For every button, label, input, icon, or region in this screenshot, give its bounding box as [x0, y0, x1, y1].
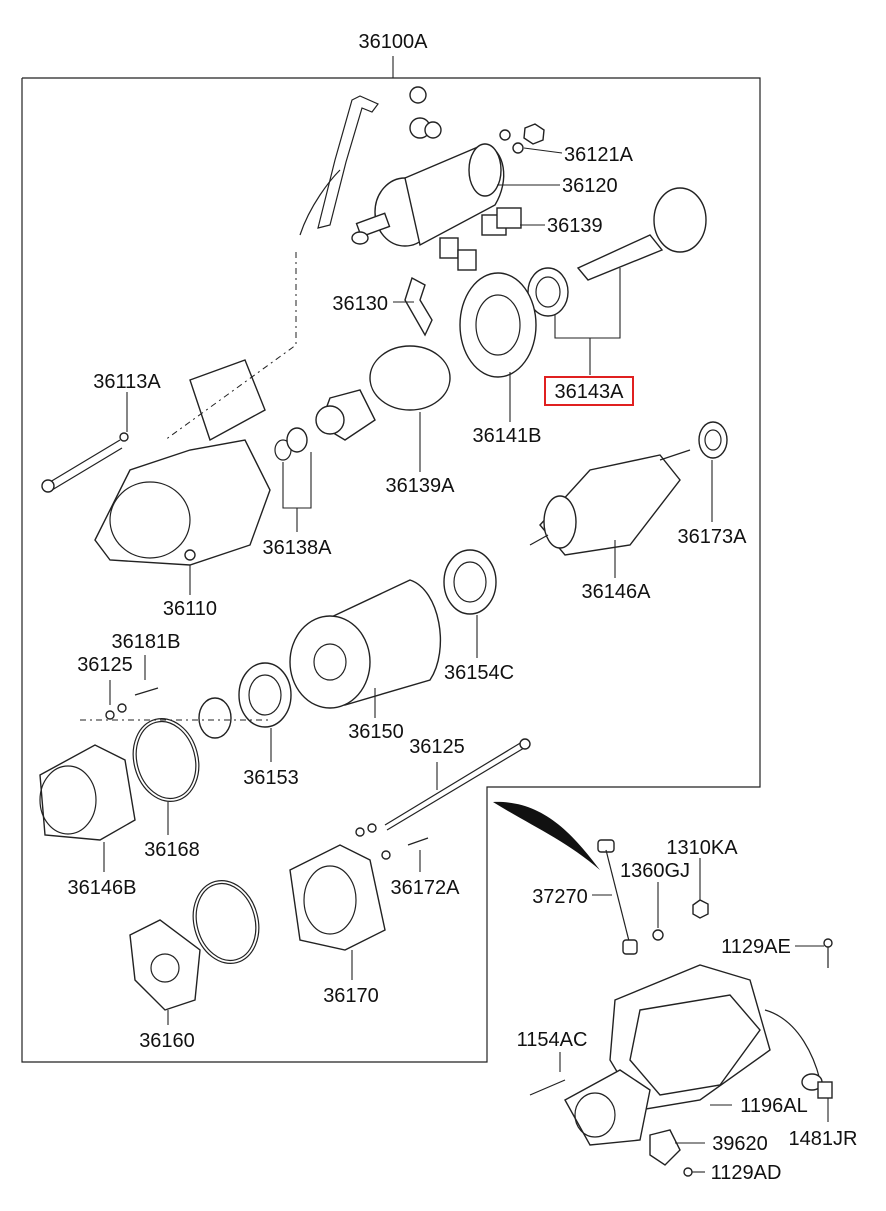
leader-lines [103, 147, 829, 1173]
label-1154AC[interactable]: 1154AC [517, 1029, 588, 1051]
pinion-shaft-part[interactable] [527, 187, 707, 317]
solenoid-part[interactable] [299, 86, 545, 247]
label-36170[interactable]: 36170 [323, 985, 379, 1007]
contact-plates-part[interactable] [439, 207, 522, 271]
yoke-part[interactable] [289, 579, 442, 709]
label-36139A[interactable]: 36139A [386, 475, 456, 497]
label-36121A[interactable]: 36121A [564, 144, 634, 166]
rear-cover-part[interactable] [39, 744, 136, 841]
label-36172A[interactable]: 36172A [391, 877, 461, 899]
label-36168[interactable]: 36168 [144, 839, 200, 861]
label-1129AE[interactable]: 1129AE [721, 936, 791, 958]
stop-ring-part[interactable] [274, 427, 308, 461]
end-frame-part[interactable] [289, 844, 386, 951]
label-36154C[interactable]: 36154C [444, 662, 514, 684]
bearing-part[interactable] [443, 549, 497, 615]
label-1129AD[interactable]: 1129AD [711, 1162, 782, 1184]
brush-plate-part[interactable] [129, 919, 201, 1011]
label-1196AL[interactable]: 1196AL [740, 1095, 807, 1117]
label-39620[interactable]: 39620 [712, 1133, 768, 1155]
drive-housing-part[interactable] [94, 359, 271, 566]
armature-part[interactable] [529, 449, 691, 556]
label-36181B[interactable]: 36181B [112, 631, 181, 653]
label-36139[interactable]: 36139 [547, 215, 603, 237]
long-through-bolt-part[interactable] [355, 738, 531, 837]
label-36146A[interactable]: 36146A [582, 581, 652, 603]
label-36113A[interactable]: 36113A [93, 371, 161, 393]
highlight-box [544, 376, 634, 406]
o-ring-part[interactable] [124, 711, 208, 809]
through-bolt-part[interactable] [41, 432, 129, 493]
label-36130[interactable]: 36130 [332, 293, 388, 315]
label-36153[interactable]: 36153 [243, 767, 299, 789]
label-36120[interactable]: 36120 [562, 175, 618, 197]
label-36160[interactable]: 36160 [139, 1030, 195, 1052]
label-36146B[interactable]: 36146B [68, 877, 137, 899]
label-36125-b[interactable]: 36125 [409, 736, 465, 758]
label-1481JR[interactable]: 1481JR [789, 1128, 858, 1150]
shift-lever-part[interactable] [404, 276, 433, 337]
label-1360GJ[interactable]: 1360GJ [620, 860, 690, 882]
label-36110[interactable]: 36110 [163, 598, 217, 620]
label-36125-a[interactable]: 36125 [77, 654, 133, 676]
label-1310KA[interactable]: 1310KA [666, 837, 738, 859]
label-36138A[interactable]: 36138A [263, 537, 333, 559]
intermediate-bracket-part[interactable] [459, 272, 537, 378]
armature-bearing-part[interactable] [698, 421, 728, 459]
screw-set-part[interactable] [105, 687, 159, 720]
label-36150[interactable]: 36150 [348, 721, 404, 743]
o-ring-2-part[interactable] [184, 873, 268, 971]
label-36143A[interactable]: 36143A [555, 381, 625, 403]
label-36141B[interactable]: 36141B [473, 425, 542, 447]
screw-part[interactable] [381, 837, 429, 860]
brush-holder-part[interactable] [198, 662, 292, 739]
installed-starter-view[interactable] [493, 801, 833, 1177]
overrunning-clutch-part[interactable] [315, 345, 451, 441]
label-36173A[interactable]: 36173A [678, 526, 748, 548]
assembly-frame [21, 56, 761, 1063]
label-37270[interactable]: 37270 [532, 886, 588, 908]
assembly-label: 36100A [359, 31, 429, 53]
